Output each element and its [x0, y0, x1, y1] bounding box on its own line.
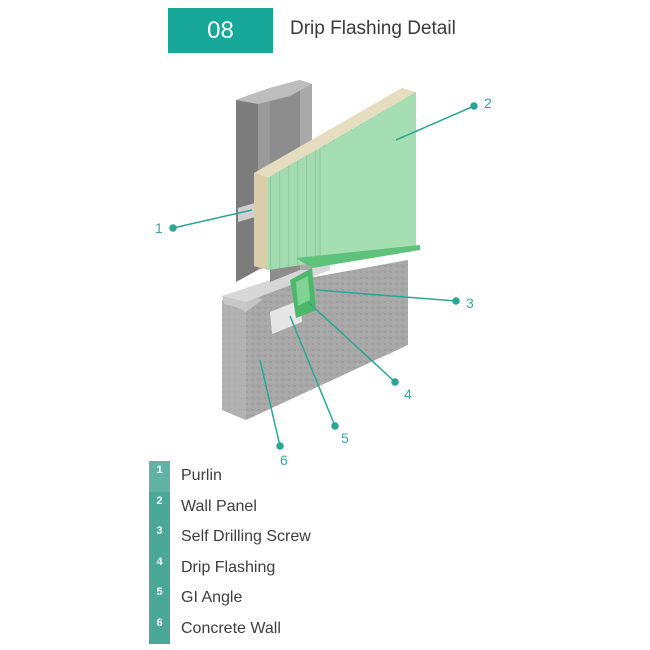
- callout-4: 4: [404, 386, 412, 402]
- gi-angle-shape: [222, 262, 330, 334]
- legend-item: 6 Concrete Wall: [149, 613, 311, 644]
- callout-5: 5: [341, 430, 349, 446]
- legend-number: 5: [149, 583, 170, 614]
- drip-flashing-illustration: [169, 80, 478, 450]
- legend-item: 3 Self Drilling Screw: [149, 522, 311, 553]
- callout-leaders: [169, 102, 478, 450]
- callout-1: 1: [155, 220, 163, 236]
- legend-number: 2: [149, 491, 170, 522]
- legend-label: Concrete Wall: [181, 619, 281, 637]
- legend-number: 6: [149, 613, 170, 644]
- legend-number: 3: [149, 522, 170, 553]
- legend-item: 2 Wall Panel: [149, 491, 311, 522]
- legend-label: Drip Flashing: [181, 558, 276, 576]
- parts-legend: 1 Purlin 2 Wall Panel 3 Self Drilling Sc…: [149, 461, 311, 644]
- detail-number-badge: 08: [168, 8, 273, 53]
- legend-item: 4 Drip Flashing: [149, 552, 311, 583]
- page-title: Drip Flashing Detail: [290, 18, 456, 39]
- callout-6: 6: [280, 452, 288, 468]
- legend-number: 4: [149, 552, 170, 583]
- legend-label: Purlin: [181, 467, 222, 485]
- legend-item: 1 Purlin: [149, 461, 311, 492]
- concrete-wall-shape: [222, 260, 408, 420]
- legend-number: 1: [149, 461, 170, 492]
- drip-flashing-shape: [290, 245, 420, 318]
- wall-panel-shape: [254, 88, 416, 270]
- legend-label: GI Angle: [181, 589, 243, 607]
- legend-label: Self Drilling Screw: [181, 528, 311, 546]
- callout-3: 3: [466, 295, 474, 311]
- legend-label: Wall Panel: [181, 497, 257, 515]
- legend-item: 5 GI Angle: [149, 583, 311, 614]
- callout-2: 2: [484, 95, 492, 111]
